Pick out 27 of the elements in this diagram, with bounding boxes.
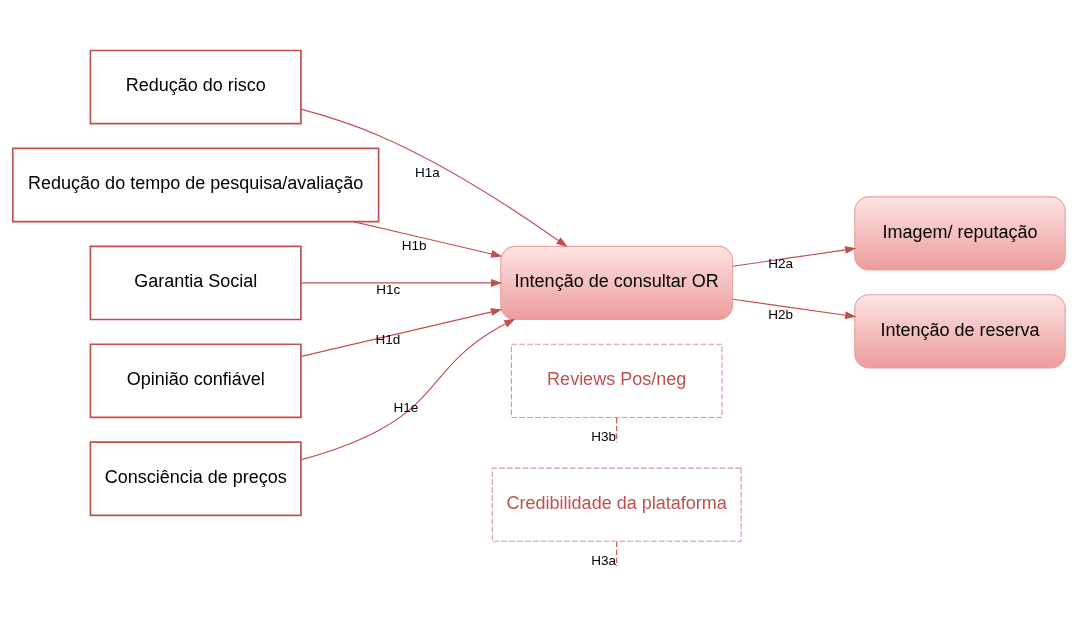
edge-label: H1a <box>414 164 440 180</box>
node-box: Reviews Pos/neg <box>510 343 723 418</box>
edge-label: H1c <box>376 281 401 297</box>
edge-label: H2b <box>768 306 794 322</box>
arrow <box>300 318 516 461</box>
edge-label: H1d <box>375 331 401 347</box>
node-box: Redução do risco <box>89 49 302 125</box>
node-box: Intenção de reserva <box>854 294 1066 369</box>
edge-label: H2a <box>768 256 794 272</box>
node-box: Consciência de preços <box>89 441 302 517</box>
edge-label: H3a <box>591 552 617 568</box>
node-box: Garantia Social <box>89 245 302 321</box>
node-box: Intenção de consultar OR <box>500 245 734 321</box>
node-box: Opinião confiável <box>89 343 302 419</box>
node-box: Redução do tempo de pesquisa/avaliação <box>11 147 380 223</box>
arrow <box>732 298 857 320</box>
arrow <box>352 221 503 258</box>
connector <box>616 417 618 443</box>
connector <box>616 541 618 567</box>
arrow <box>300 108 568 248</box>
arrow <box>300 279 503 287</box>
edge-label: H1b <box>401 237 427 253</box>
edge-label: H3b <box>591 428 617 444</box>
arrow <box>732 246 857 267</box>
arrow <box>300 308 503 357</box>
node-box: Imagem/ reputação <box>854 196 1066 271</box>
node-box: Credibilidade da plataforma <box>491 467 742 542</box>
